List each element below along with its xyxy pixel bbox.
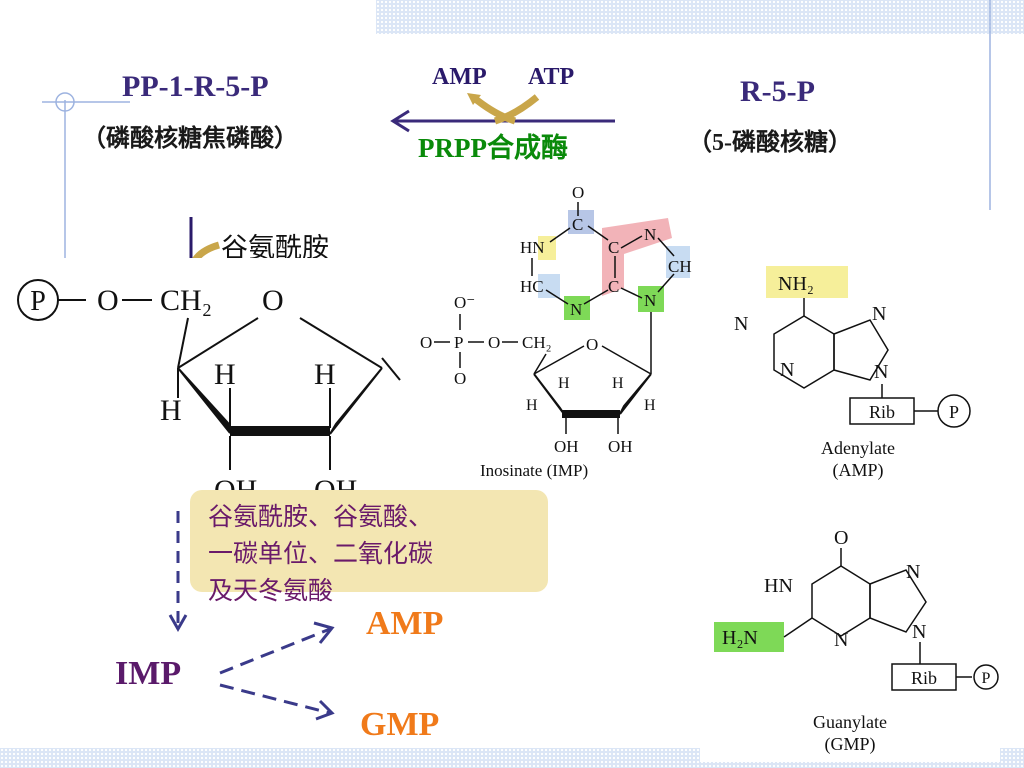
- gmp-n2: N: [834, 629, 848, 651]
- imp-c-right: C: [608, 238, 619, 257]
- h-mid-2: H: [314, 358, 336, 391]
- amp-p: P: [949, 402, 959, 422]
- prpp-title: PP-1-R-5-P: [122, 70, 269, 103]
- phosphate-symbol: P: [30, 286, 46, 317]
- imp-hc: HC: [520, 277, 544, 296]
- amp-caption-line1: Adenylate: [821, 438, 895, 458]
- phos-o-left: O: [420, 333, 432, 352]
- note-line-3: 及天冬氨酸: [208, 576, 334, 605]
- pathway-arrows: [168, 511, 335, 721]
- ester-oxygen: O: [97, 284, 119, 317]
- ch2-group: CH₂: [160, 284, 212, 317]
- phos-ch2: CH₂: [522, 333, 552, 352]
- ring-oxygen: O: [262, 284, 284, 317]
- phos-p: P: [454, 333, 463, 352]
- phos-o-right: O: [488, 333, 500, 352]
- r5p-title: R-5-P: [740, 75, 815, 108]
- amp-n4: N: [874, 361, 888, 383]
- amp-n3: N: [872, 303, 886, 325]
- imp-n-mid: N: [570, 300, 582, 319]
- imp-h2: H: [612, 375, 624, 392]
- enzyme-label: PRPP合成酶: [418, 133, 568, 163]
- cofactor-amp: AMP: [432, 64, 487, 90]
- gmp-n1: N: [906, 561, 920, 583]
- amp-caption-line2: (AMP): [832, 460, 883, 481]
- h-left: H: [160, 394, 182, 427]
- prpp-subtitle: （磷酸核糖焦磷酸）: [82, 126, 298, 152]
- pathway-amp: AMP: [366, 605, 444, 642]
- gmp-structure: O HN N H₂N N N Rib P Guanylate (GMP): [700, 522, 1000, 762]
- imp-o-top: O: [572, 183, 584, 202]
- imp-n-top: N: [644, 225, 656, 244]
- phos-o-minus: O⁻: [454, 293, 475, 312]
- imp-ch: CH: [668, 257, 692, 276]
- cofactor-atp: ATP: [528, 64, 575, 90]
- pathway-gmp: GMP: [360, 706, 440, 743]
- imp-h1: H: [558, 375, 570, 392]
- amp-rib: Rib: [869, 402, 895, 422]
- imp-c-top: C: [572, 215, 583, 234]
- source-note-box: [190, 490, 548, 592]
- amp-n1: N: [734, 313, 748, 335]
- imp-oh2: OH: [608, 437, 633, 456]
- imp-ring-o: O: [586, 335, 598, 354]
- amp-structure: NH₂ N N N N Rib P Adenylate (AMP): [720, 258, 1010, 488]
- gmp-n3: N: [912, 621, 926, 643]
- imp-h3: H: [526, 397, 538, 414]
- gmp-p: P: [982, 670, 991, 687]
- phos-o-bottom: O: [454, 369, 466, 388]
- imp-n-right: N: [644, 291, 656, 310]
- gmp-hn: HN: [764, 575, 793, 597]
- note-line-2: 一碳单位、二氧化碳: [208, 539, 434, 568]
- note-line-1: 谷氨酰胺、谷氨酸、: [208, 502, 434, 531]
- gmp-o: O: [834, 527, 848, 549]
- header-band: [376, 0, 1024, 34]
- amp-n2: N: [780, 359, 794, 381]
- gmp-h2n: H₂N: [722, 627, 758, 649]
- imp-oh1: OH: [554, 437, 579, 456]
- ribose-phosphate-structure: P O CH₂ O H H H OH OH: [0, 258, 410, 508]
- imp-caption: Inosinate (IMP): [480, 461, 588, 480]
- imp-structure: O C HN C N CH HC N C N O⁻ O P O CH₂ O O …: [410, 178, 705, 500]
- r5p-subtitle: （5-磷酸核糖）: [688, 130, 852, 156]
- gmp-rib: Rib: [911, 668, 937, 688]
- h-mid-1: H: [214, 358, 236, 391]
- imp-hn: HN: [520, 238, 545, 257]
- gmp-caption-line2: (GMP): [824, 734, 875, 755]
- imp-h4: H: [644, 397, 656, 414]
- gmp-caption-line1: Guanylate: [813, 712, 887, 732]
- amp-nh2: NH₂: [778, 273, 814, 295]
- reaction-arrow: [390, 93, 615, 133]
- pathway-imp: IMP: [115, 655, 182, 692]
- imp-c-mid: C: [608, 277, 619, 296]
